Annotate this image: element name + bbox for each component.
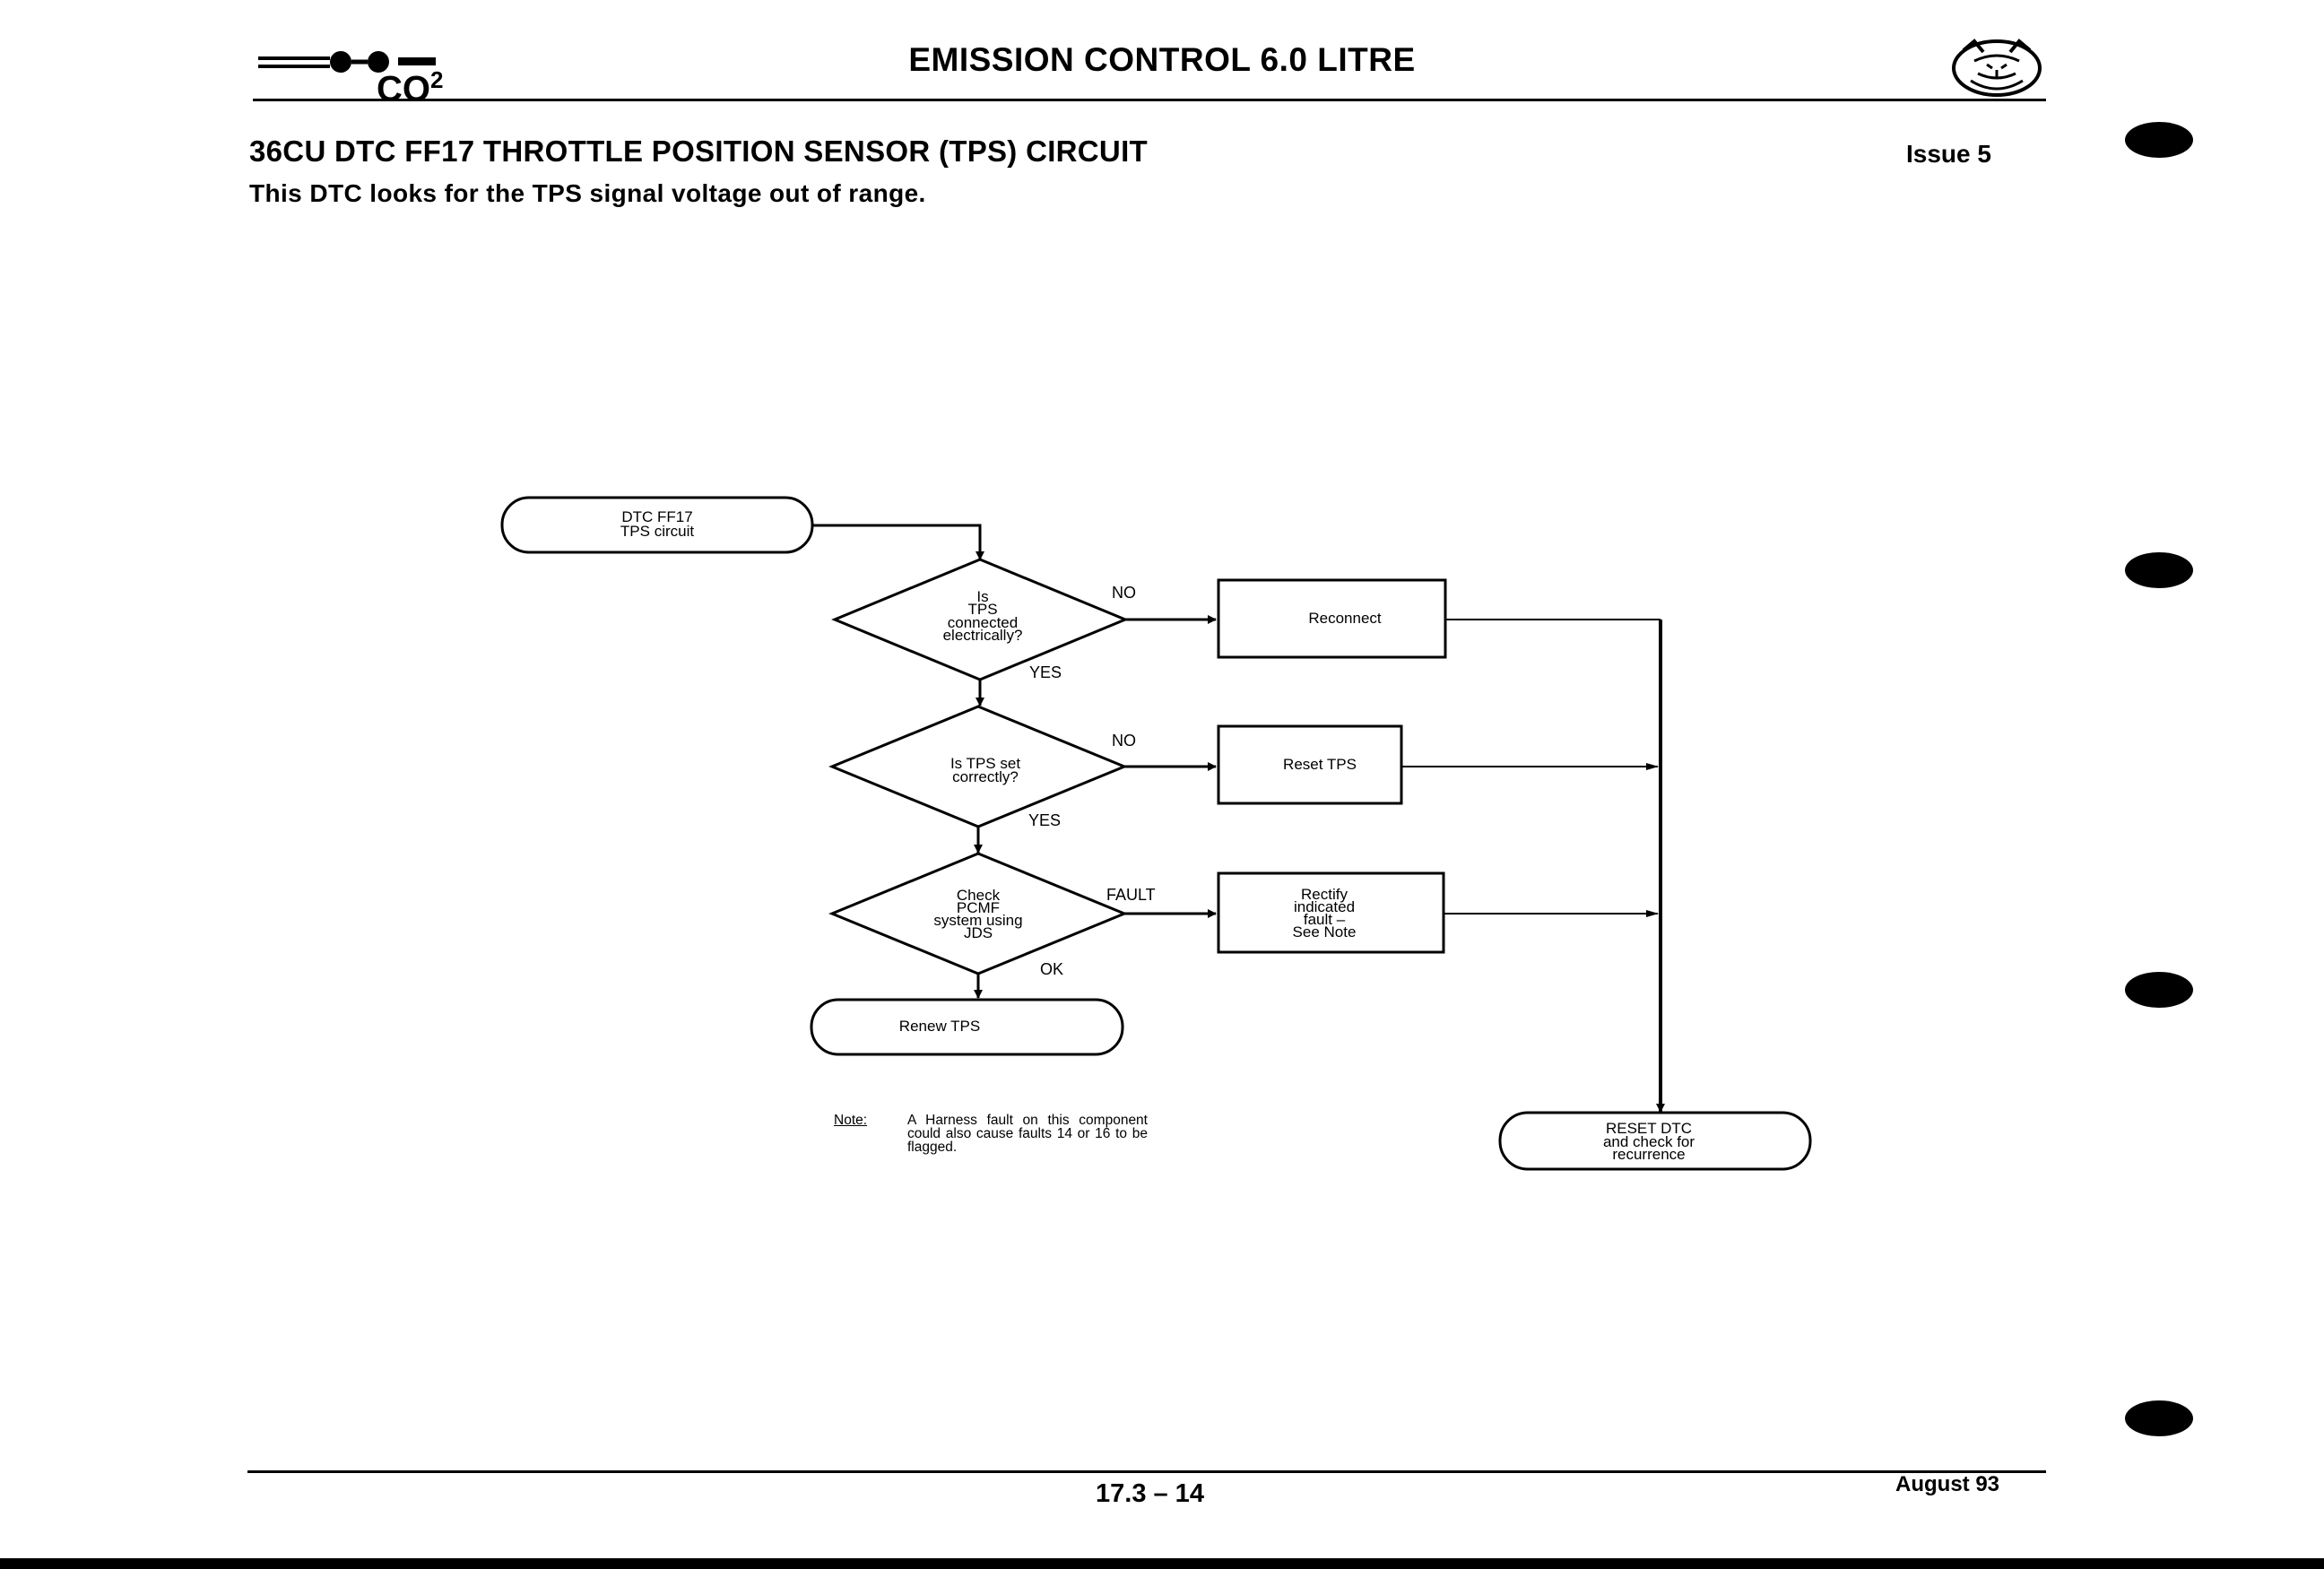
decision-text: connected bbox=[948, 614, 1018, 631]
section-subtitle: This DTC looks for the TPS signal voltag… bbox=[249, 179, 926, 207]
action-reset-tps bbox=[1217, 724, 1403, 805]
reset-dtc-terminal bbox=[1498, 1111, 1812, 1171]
decision-text: Is bbox=[976, 588, 988, 605]
decision-text: electrically? bbox=[943, 627, 1023, 644]
action-text: See Note bbox=[1293, 923, 1357, 941]
connector bbox=[812, 524, 984, 560]
action-text: indicated bbox=[1294, 898, 1355, 915]
punch-hole bbox=[2125, 1400, 2193, 1436]
page-header-title: EMISSION CONTROL 6.0 LITRE bbox=[908, 41, 1416, 78]
branch-label-no: NO bbox=[1112, 732, 1136, 750]
decision-text: Check bbox=[957, 887, 1001, 904]
page-number: 17.3 – 14 bbox=[1096, 1479, 1204, 1508]
decision-text: JDS bbox=[964, 924, 993, 941]
branch-label-fault: FAULT bbox=[1106, 886, 1156, 904]
co2-logo-icon bbox=[258, 51, 436, 73]
action-text: fault – bbox=[1304, 911, 1346, 928]
action-text: Rectify bbox=[1301, 886, 1348, 903]
branch-label-no: NO bbox=[1112, 584, 1136, 602]
branch-label-yes: YES bbox=[1028, 811, 1061, 829]
terminal-text: and check for bbox=[1603, 1133, 1695, 1150]
branch-label-yes: YES bbox=[1029, 663, 1062, 681]
note-text: A Harness fault on this component could … bbox=[907, 1113, 1148, 1155]
action-text: Reset TPS bbox=[1283, 756, 1357, 773]
section-title: 36CU DTC FF17 THROTTLE POSITION SENSOR (… bbox=[249, 134, 1148, 168]
decision-text: system using bbox=[933, 912, 1022, 929]
punch-hole bbox=[2125, 552, 2193, 588]
scan-border bbox=[0, 1558, 2324, 1569]
co2-logo-label: CO2 bbox=[377, 66, 444, 109]
start-text: TPS circuit bbox=[620, 523, 694, 540]
branch-label-ok: OK bbox=[1040, 960, 1063, 978]
action-text: Reconnect bbox=[1308, 610, 1382, 627]
terminal-text: RESET DTC bbox=[1606, 1120, 1692, 1137]
decision-text: TPS bbox=[967, 601, 997, 618]
header-rule bbox=[253, 99, 2046, 101]
renew-tps-terminal bbox=[810, 998, 1124, 1056]
punch-hole bbox=[2125, 122, 2193, 158]
action-rectify-fault bbox=[1217, 871, 1445, 954]
decision-text: Is TPS set bbox=[950, 755, 1020, 772]
note-key: Note: bbox=[834, 1113, 868, 1128]
issue-date: August 93 bbox=[1895, 1472, 2000, 1496]
terminal-text: recurrence bbox=[1612, 1146, 1685, 1163]
issue-label: Issue 5 bbox=[1906, 140, 1991, 168]
footer-rule bbox=[247, 1470, 2046, 1473]
punch-hole bbox=[2125, 972, 2193, 1008]
terminal-text: Renew TPS bbox=[899, 1018, 980, 1035]
decision-text: PCMF bbox=[957, 899, 1000, 916]
start-text: DTC FF17 bbox=[621, 508, 692, 525]
jaguar-head-emblem-icon bbox=[1952, 39, 2042, 97]
decision-text: correctly? bbox=[952, 768, 1019, 785]
